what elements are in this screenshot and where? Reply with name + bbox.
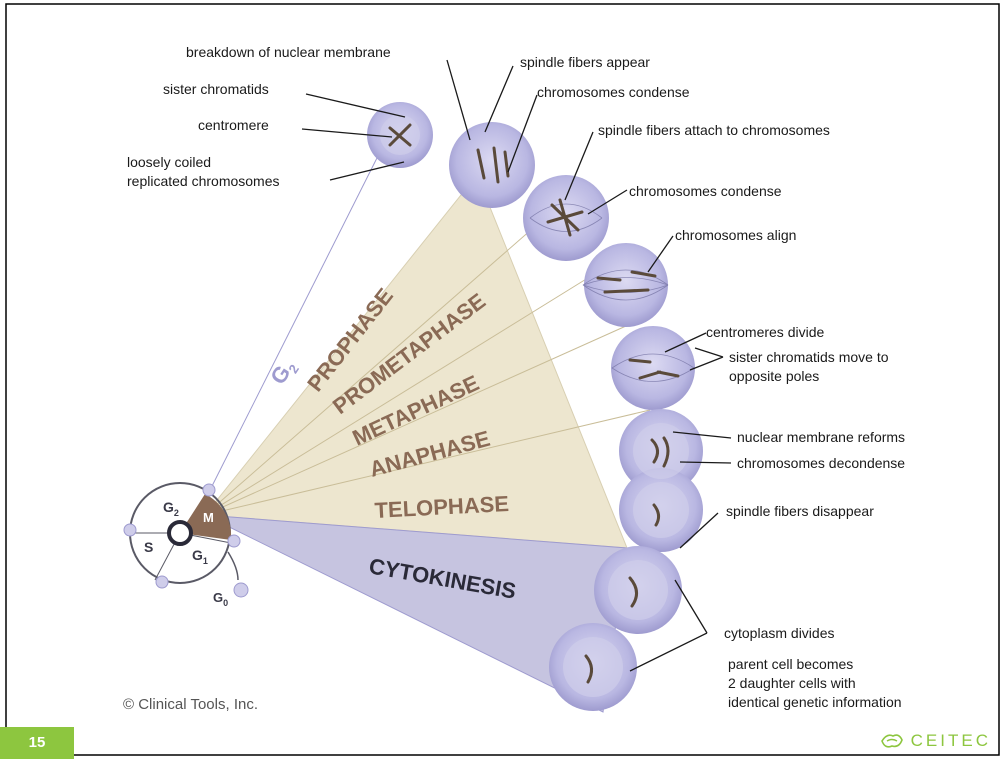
label-centromere: centromere bbox=[198, 117, 269, 133]
label-chrom-condense-2: chromosomes condense bbox=[629, 183, 782, 199]
cell-metaphase bbox=[584, 243, 668, 327]
label-sister-move-1: sister chromatids move to bbox=[729, 349, 889, 365]
label-spindle-attach: spindle fibers attach to chromosomes bbox=[598, 122, 830, 138]
label-loosely-1: loosely coiled bbox=[127, 154, 211, 170]
label-parent-3: identical genetic information bbox=[728, 694, 902, 710]
label-nuclear-reforms: nuclear membrane reforms bbox=[737, 429, 905, 445]
label-chrom-condense-1: chromosomes condense bbox=[537, 84, 690, 100]
cycle-s-label: S bbox=[144, 539, 153, 555]
brand-logo: CEITEC bbox=[879, 727, 991, 755]
label-sister-move-2: opposite poles bbox=[729, 368, 819, 384]
label-parent-1: parent cell becomes bbox=[728, 656, 853, 672]
label-chrom-align: chromosomes align bbox=[675, 227, 796, 243]
label-centromeres-divide: centromeres divide bbox=[706, 324, 824, 340]
label-spindle-appear: spindle fibers appear bbox=[520, 54, 650, 70]
label-cyto-divides: cytoplasm divides bbox=[724, 625, 835, 641]
label-breakdown: breakdown of nuclear membrane bbox=[186, 44, 391, 60]
label-spindle-disappear: spindle fibers disappear bbox=[726, 503, 874, 519]
label-sister-chromatids: sister chromatids bbox=[163, 81, 269, 97]
brand-name: CEITEC bbox=[911, 731, 991, 751]
label-loosely-2: replicated chromosomes bbox=[127, 173, 280, 189]
page-number: 15 bbox=[0, 727, 74, 759]
copyright-text: © Clinical Tools, Inc. bbox=[123, 696, 258, 713]
label-parent-2: 2 daughter cells with bbox=[728, 675, 856, 691]
cycle-m-label: M bbox=[203, 510, 214, 525]
ceitec-leaf-icon bbox=[879, 731, 905, 751]
label-chrom-decondense: chromosomes decondense bbox=[737, 455, 905, 471]
cell-anaphase bbox=[611, 326, 695, 410]
